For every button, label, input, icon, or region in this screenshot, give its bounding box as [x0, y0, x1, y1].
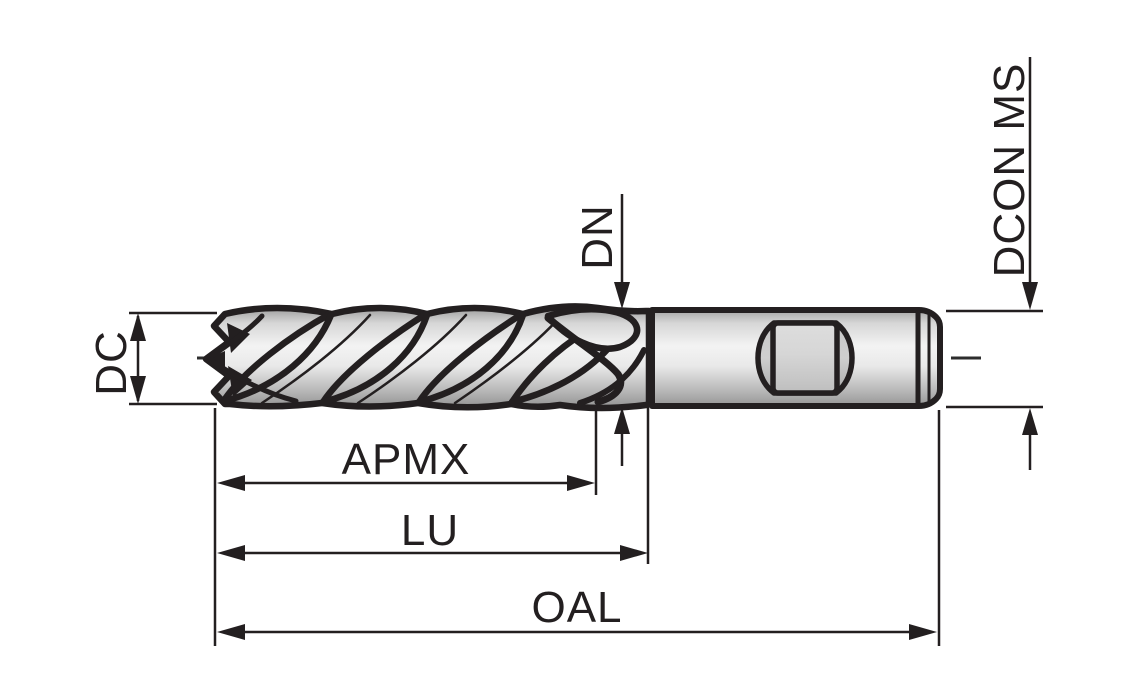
arrowhead-up — [130, 313, 146, 341]
helix-line — [319, 311, 431, 406]
dim-apmx: APMX — [217, 435, 595, 491]
dim-dcon-ms: DCON MS — [946, 57, 1043, 470]
helix-line — [319, 310, 430, 406]
end-cutting-edge — [209, 313, 265, 359]
dim-oal: OAL — [217, 583, 937, 640]
oal-label: OAL — [531, 583, 622, 632]
arrowhead-left — [217, 545, 245, 561]
dim-dn: DN — [573, 194, 630, 466]
arrowhead-right — [567, 475, 595, 491]
helix-line — [415, 311, 527, 406]
dimensions: DC DN DCON MS APM — [87, 57, 1043, 646]
dim-lu: LU — [217, 506, 648, 561]
arrowhead-down — [130, 376, 146, 404]
dc-label: DC — [87, 330, 136, 396]
dn-label: DN — [573, 204, 622, 270]
weldon-flat-inner — [770, 320, 840, 396]
end-face-details — [207, 313, 299, 404]
flute-runout-lower-curve — [577, 347, 647, 406]
arrowhead-up — [614, 407, 630, 434]
apmx-label: APMX — [342, 435, 471, 484]
land-line — [453, 315, 562, 405]
arrowhead-left — [217, 624, 245, 640]
arrowhead-down — [1022, 282, 1038, 310]
flute-helix-lines — [221, 310, 616, 406]
end-tip-wedge — [207, 351, 225, 367]
dim-dc: DC — [87, 311, 217, 406]
arrowhead-up — [1022, 408, 1038, 435]
flute-runout-scurve — [544, 314, 625, 406]
arrowhead-right — [620, 545, 648, 561]
end-cutting-edge — [211, 359, 299, 404]
lu-label: LU — [401, 506, 459, 555]
arrowhead-left — [217, 475, 245, 491]
arrowhead-right — [909, 624, 937, 640]
tool-body — [202, 303, 943, 412]
flute-section-silhouette — [202, 303, 653, 412]
dcon-ms-label: DCON MS — [985, 63, 1034, 278]
helix-line — [221, 311, 335, 405]
helix-line — [415, 310, 526, 406]
arrowhead-down — [614, 282, 630, 309]
land-line — [356, 313, 468, 405]
